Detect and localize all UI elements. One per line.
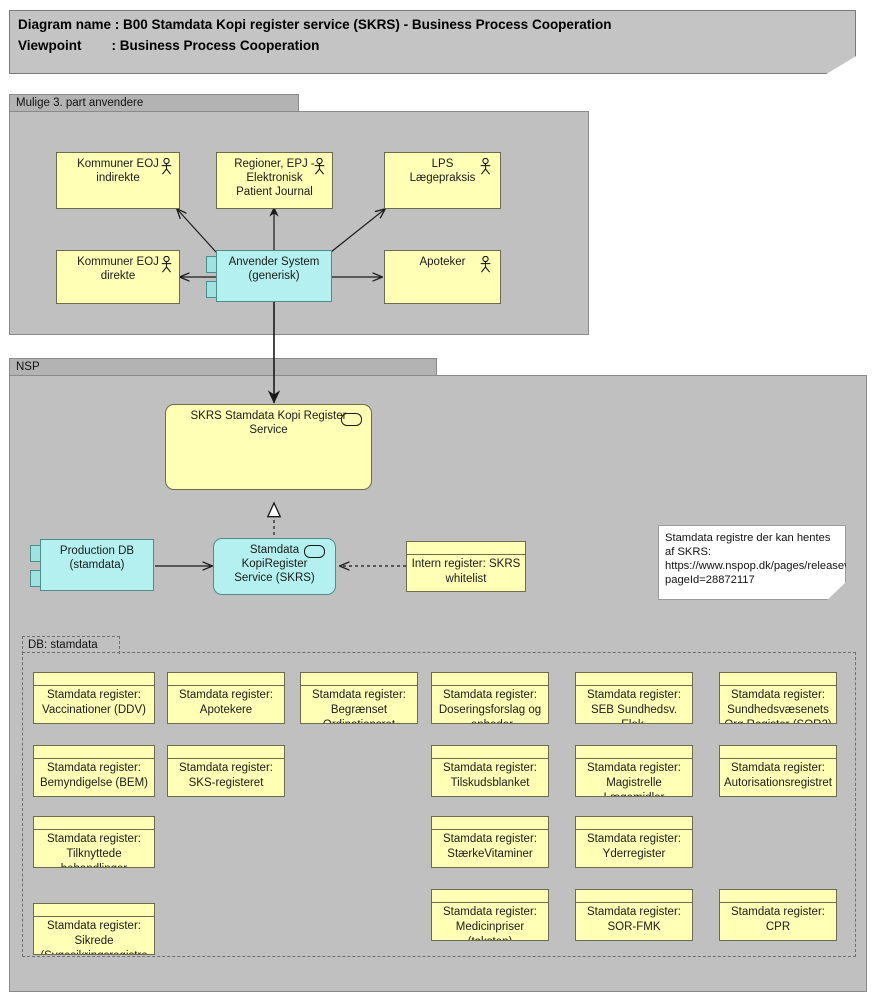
object-header-bar	[34, 746, 154, 759]
register-box[interactable]: Stamdata register:Apotekere	[167, 672, 285, 724]
register-label: Stamdata register:StærkeVitaminer	[443, 833, 537, 860]
object-header-bar	[407, 542, 525, 555]
register-label: Stamdata register:Bemyndigelse (BEM)	[39, 762, 148, 789]
actor-icon	[161, 256, 172, 273]
register-box[interactable]: Stamdata register:SKS-registeret	[167, 745, 285, 797]
register-label: Stamdata register:Autorisationsregistret	[723, 762, 833, 789]
diagram-name-line: Diagram name : B00 Stamdata Kopi registe…	[18, 17, 612, 32]
object-header-bar	[576, 817, 692, 830]
object-header-bar	[168, 673, 284, 686]
actor-icon	[480, 158, 491, 175]
service-oval-icon	[341, 413, 362, 426]
register-label: Stamdata register:Apotekere	[179, 689, 273, 716]
register-box[interactable]: Stamdata register:Bemyndigelse (BEM)	[33, 745, 155, 797]
group-db-stamdata-body	[22, 652, 856, 957]
object-header-bar	[432, 817, 548, 830]
register-box[interactable]: Stamdata register:Tilknyttedebehandlinge…	[33, 816, 155, 868]
group-nsp-tab[interactable]	[9, 358, 437, 377]
register-box[interactable]: Stamdata register:BegrænsetOrdinationsre…	[300, 672, 418, 724]
register-box[interactable]: Stamdata register:MagistrelleLægemidler	[575, 745, 693, 797]
object-header-bar	[168, 746, 284, 759]
object-header-bar	[432, 746, 548, 759]
register-label: Stamdata register:CPR	[731, 906, 825, 933]
register-label: Stamdata register:Yderregister	[587, 833, 681, 860]
node-label: Apoteker	[419, 256, 466, 268]
object-header-bar	[34, 817, 154, 830]
object-header-bar	[720, 746, 836, 759]
object-header-bar	[576, 746, 692, 759]
register-label: Stamdata register:MagistrelleLægemidler	[587, 762, 681, 796]
object-header-bar	[576, 673, 692, 686]
node-anvender-system[interactable]: Anvender System(generisk)	[216, 250, 332, 302]
register-label: Stamdata register:Vaccinationer (DDV)	[42, 689, 146, 716]
object-header-bar	[576, 890, 692, 903]
object-header-bar	[34, 673, 154, 686]
register-label: Stamdata register:Sikrede(Sygesikringsre…	[40, 920, 147, 954]
node-label: Anvender System(generisk)	[228, 256, 320, 282]
actor-icon	[480, 256, 491, 273]
register-box[interactable]: Stamdata register:Vaccinationer (DDV)	[33, 672, 155, 724]
object-header-bar	[432, 890, 548, 903]
node-production-db[interactable]: Production DB(stamdata)	[40, 539, 154, 591]
register-label: Stamdata register:Medicinpriser(taksten)	[443, 906, 537, 940]
register-label: Stamdata register:Doseringsforslag og-en…	[438, 689, 542, 723]
register-box[interactable]: Stamdata register:SEB Sundhedsv. Elek.Br…	[575, 672, 693, 724]
register-box[interactable]: Stamdata register:SundhedsvæsenetsOrg Re…	[719, 672, 837, 724]
register-box[interactable]: Stamdata register:Yderregister	[575, 816, 693, 868]
group-db-stamdata-label: DB: stamdata	[28, 639, 98, 651]
group-third-party-label: Mulige 3. part anvendere	[16, 97, 144, 109]
register-box[interactable]: Stamdata register:Tilskudsblanket	[431, 745, 549, 797]
register-label: Stamdata register:Tilskudsblanket	[443, 762, 537, 789]
register-label: Stamdata register:SOR-FMK	[587, 906, 681, 933]
object-header-bar	[301, 673, 417, 686]
register-box[interactable]: Stamdata register:Doseringsforslag og-en…	[431, 672, 549, 724]
diagram-header-plate	[9, 10, 856, 74]
register-label: Stamdata register:Tilknyttedebehandlinge…	[47, 833, 141, 867]
register-label: Stamdata register:SundhedsvæsenetsOrg Re…	[724, 689, 831, 723]
register-box[interactable]: Stamdata register:StærkeVitaminer	[431, 816, 549, 868]
register-box[interactable]: Stamdata register:Medicinpriser(taksten)	[431, 889, 549, 941]
register-label: Stamdata register:SEB Sundhedsv. Elek.Br…	[587, 689, 681, 723]
register-label: Stamdata register:BegrænsetOrdinationsre…	[312, 689, 406, 723]
object-header-bar	[432, 673, 548, 686]
register-box[interactable]: Stamdata register:CPR	[719, 889, 837, 941]
service-oval-icon	[304, 545, 325, 558]
actor-icon	[314, 158, 325, 175]
register-label: Stamdata register:SKS-registeret	[179, 762, 273, 789]
register-box[interactable]: Stamdata register:Sikrede(Sygesikringsre…	[33, 903, 155, 955]
object-header-bar	[720, 890, 836, 903]
group-db-stamdata-tab[interactable]	[22, 636, 120, 654]
group-nsp-label: NSP	[16, 361, 40, 373]
actor-icon	[161, 158, 172, 175]
object-header-bar	[720, 673, 836, 686]
node-label: Production DB(stamdata)	[59, 545, 135, 571]
viewpoint-line: Viewpoint : Business Process Cooperation	[18, 38, 320, 53]
note-text: Stamdata registre der kan hentes af SKRS…	[665, 532, 873, 586]
note-stamdata-registre: Stamdata registre der kan hentes af SKRS…	[658, 525, 846, 600]
node-apoteker[interactable]: Apoteker	[384, 250, 501, 304]
group-third-party-tab[interactable]	[9, 94, 299, 113]
register-box[interactable]: Stamdata register:SOR-FMK	[575, 889, 693, 941]
object-header-bar	[34, 904, 154, 917]
register-box[interactable]: Stamdata register:Autorisationsregistret	[719, 745, 837, 797]
